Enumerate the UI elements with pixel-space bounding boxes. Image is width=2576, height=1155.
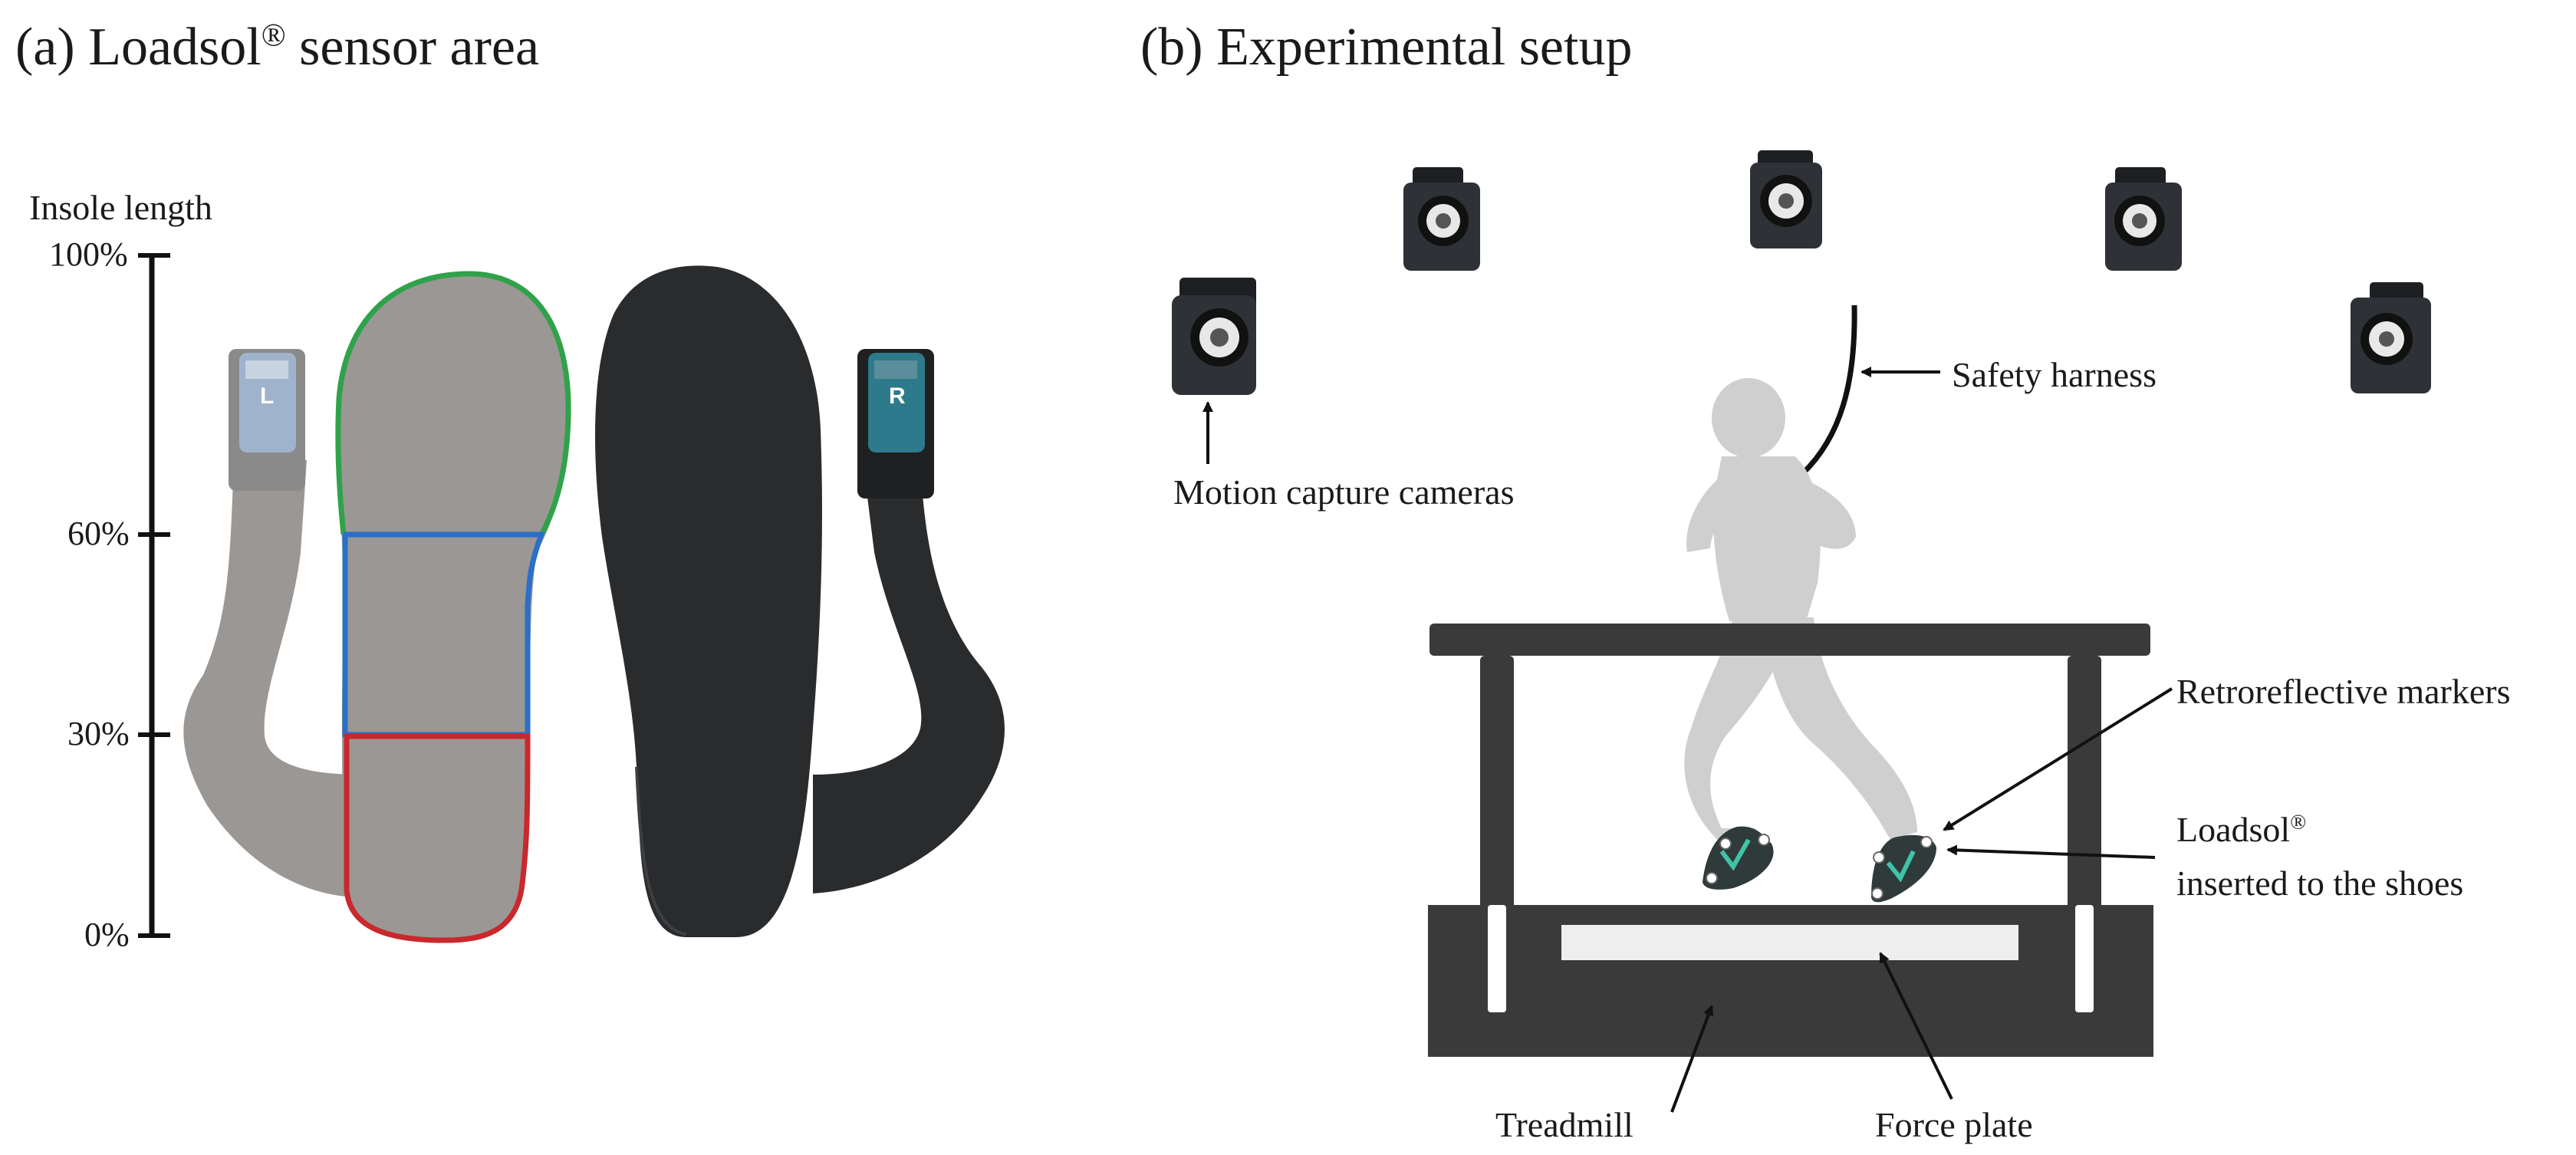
camera-2: [1403, 167, 1480, 271]
treadmill-arrow: [1670, 1005, 1714, 1113]
camera-3: [1750, 150, 1822, 248]
left-shoe: [1703, 826, 1774, 890]
force-plate-arrow: [1879, 952, 1953, 1100]
tick-label-0: 0%: [84, 916, 130, 953]
camera-5: [2351, 282, 2431, 393]
right-pod-letter: R: [889, 383, 906, 409]
right-shoe: [1871, 834, 1936, 903]
left-pod-letter: L: [260, 383, 275, 409]
treadmill: [1428, 624, 2153, 1057]
panel-b-title: (b) Experimental setup: [1140, 18, 1633, 77]
left-insole-strap: [183, 349, 360, 897]
marker: [1758, 834, 1770, 846]
runner-silhouette: [1684, 378, 1917, 844]
treadmill-label: Treadmill: [1495, 1105, 1633, 1144]
loadsol-arrow: [1946, 844, 2156, 859]
marker: [1873, 851, 1885, 864]
panel-a-title: (a) Loadsol® sensor area: [15, 18, 540, 77]
camera-4: [2105, 167, 2182, 271]
retroreflective-arrow: [1943, 687, 2173, 831]
marker: [1719, 837, 1732, 850]
marker: [1706, 872, 1718, 884]
marker: [1920, 836, 1933, 848]
force-plate-label: Force plate: [1875, 1105, 2033, 1144]
right-insole: [594, 265, 822, 938]
treadmill-handrail: [1429, 624, 2150, 656]
loadsol-label-line1: Loadsol®: [2176, 809, 2307, 849]
heel-region-outline: [344, 733, 531, 943]
right-insole-strap: [813, 349, 1005, 893]
tick-label-100: 100%: [49, 235, 128, 273]
camera-1: [1172, 278, 1256, 395]
tick-label-30: 30%: [67, 715, 130, 752]
retroreflective-label: Retroreflective markers: [2176, 672, 2511, 711]
loadsol-label-line2: inserted to the shoes: [2176, 864, 2464, 903]
insole-length-axis-title: Insole length: [29, 188, 212, 227]
toe-region-outline: [335, 271, 571, 536]
marker: [1871, 887, 1883, 900]
force-plate: [1561, 925, 2018, 960]
safety-harness-line: [1800, 304, 1857, 476]
safety-harness-label: Safety harness: [1952, 355, 2157, 394]
insole-length-axis: [138, 253, 170, 938]
motion-capture-label: Motion capture cameras: [1173, 472, 1515, 512]
tick-label-60: 60%: [67, 515, 130, 552]
left-insole: [335, 271, 571, 943]
